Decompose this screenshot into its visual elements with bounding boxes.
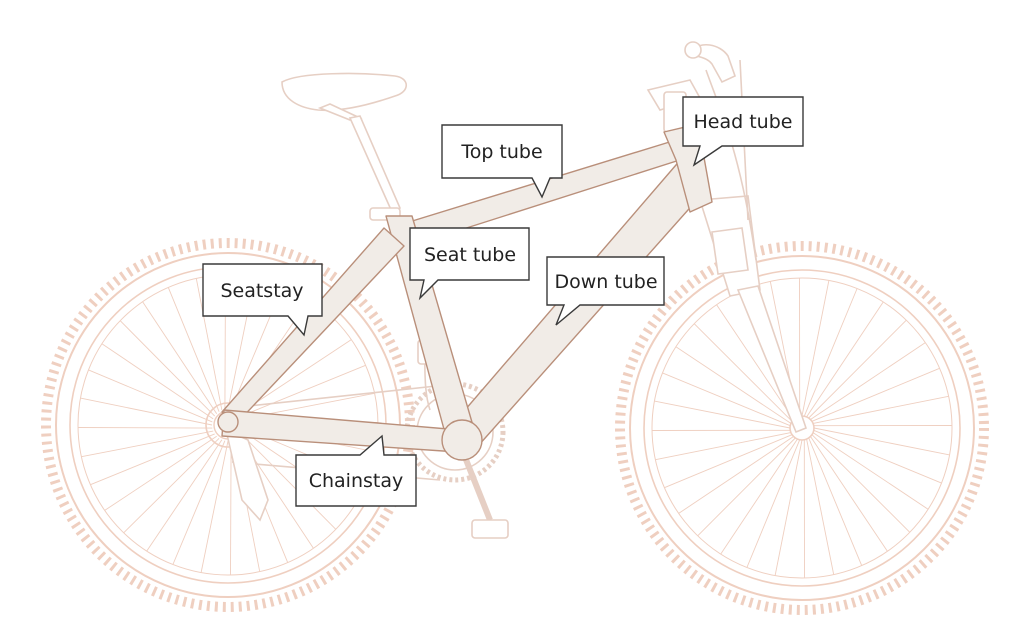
spoke [810,342,926,420]
spoke [808,319,907,419]
spoke [810,436,888,552]
callout-seat-tube: Seat tube [409,227,530,301]
callout-seatstay-label: Seatstay [220,280,303,302]
spoke [693,323,793,422]
spoke [678,436,794,514]
spoke [230,440,232,576]
pedal [471,519,509,539]
frame-seatstay [221,227,405,425]
fork-spring [711,227,749,275]
spoke [119,320,216,417]
spoke [813,429,942,484]
spoke [80,397,213,426]
callout-top-tube: Top tube [441,124,563,199]
front-end [646,41,808,434]
fork-leg [736,285,808,434]
callout-down-tube-box [546,256,665,326]
spoke [813,427,950,456]
callout-chainstay-box [295,434,417,507]
spoke [774,439,803,576]
spoke [813,395,949,424]
spoke [123,437,220,534]
callout-seat-tube-box [409,227,530,301]
spoke [142,301,218,414]
spoke [675,346,792,424]
spoke [655,432,791,461]
spoke [806,301,884,418]
frame-rear-dropout [217,411,239,433]
callout-seat-tube-label: Seat tube [424,244,516,266]
front-rim-inner [651,277,953,579]
spoke [172,440,226,565]
spoke [801,280,830,417]
spoke [720,438,798,555]
spoke [806,439,835,575]
spoke [811,434,911,533]
spoke [697,437,796,537]
spoke [146,439,223,552]
front-tire-knobs [615,241,989,615]
callout-top-tube-label: Top tube [460,141,542,163]
spoke [746,439,801,568]
callout-down-tube-label: Down tube [554,271,657,293]
front-wheel [615,241,989,615]
spoke [654,400,791,429]
callout-head-tube: Head tube [682,96,804,167]
spoke [90,433,215,486]
spoke [200,440,229,573]
callout-seatstay: Seatstay [202,263,323,337]
chain-top [229,383,456,409]
spoke [808,437,863,566]
spoke [167,287,220,412]
callout-seatstay-box [202,263,323,337]
spoke [81,430,214,458]
rear-derailleur [224,428,269,522]
spoke [241,364,366,417]
seatpost [348,115,402,214]
spoke [195,278,223,411]
spoke [101,343,214,420]
front-tire [629,255,975,601]
spoke [664,434,793,489]
spoke [812,432,929,510]
spoke [88,369,213,423]
spoke [716,304,794,420]
callout-top-tube-box [441,124,563,199]
frame-chainstay [221,409,461,453]
callout-chainstay: Chainstay [295,434,417,507]
saddle-assembly [281,72,408,221]
front-spokes [651,277,953,579]
spoke [662,372,791,427]
spoke [77,427,213,429]
callout-head-tube-label: Head tube [694,111,793,133]
spoke [104,435,217,511]
callout-down-tube: Down tube [546,256,665,326]
frame-bottom-bracket [441,419,483,461]
spoke [240,433,337,530]
front-rim [643,269,961,587]
saddle [281,72,408,112]
callout-chainstay-label: Chainstay [309,470,404,492]
spoke [803,288,858,417]
bar-end [684,41,702,59]
callout-head-tube-box [682,96,804,167]
spoke [811,367,940,422]
